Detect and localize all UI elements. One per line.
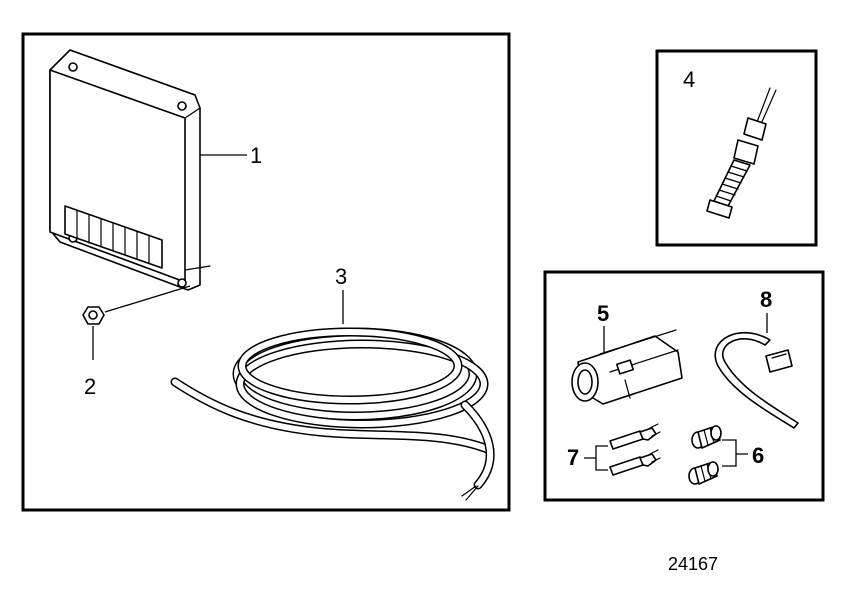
callout-1: 1: [250, 143, 262, 168]
seal-plug-icon: [688, 425, 722, 485]
sensor-icon: [706, 87, 777, 219]
terminal-pin-icon: [609, 423, 661, 476]
cable-harness-icon: [170, 327, 495, 501]
callout-7: 7: [567, 445, 579, 470]
callout-6: 6: [752, 443, 764, 468]
callout-5: 5: [597, 301, 609, 326]
callout-2: 2: [84, 374, 96, 399]
callout-8: 8: [760, 287, 772, 312]
hex-nut-icon: [82, 306, 105, 325]
callout-3: 3: [335, 264, 347, 289]
callout-4: 4: [683, 67, 695, 92]
control-unit-icon: [49, 49, 211, 291]
connector-kit-frame: [543, 270, 825, 502]
cable-tie-icon: [714, 331, 799, 429]
connector-housing-icon: [571, 329, 683, 405]
figure-reference-number: 24167: [668, 554, 718, 574]
sensor-frame: [655, 49, 818, 247]
main-frame: [21, 32, 511, 512]
